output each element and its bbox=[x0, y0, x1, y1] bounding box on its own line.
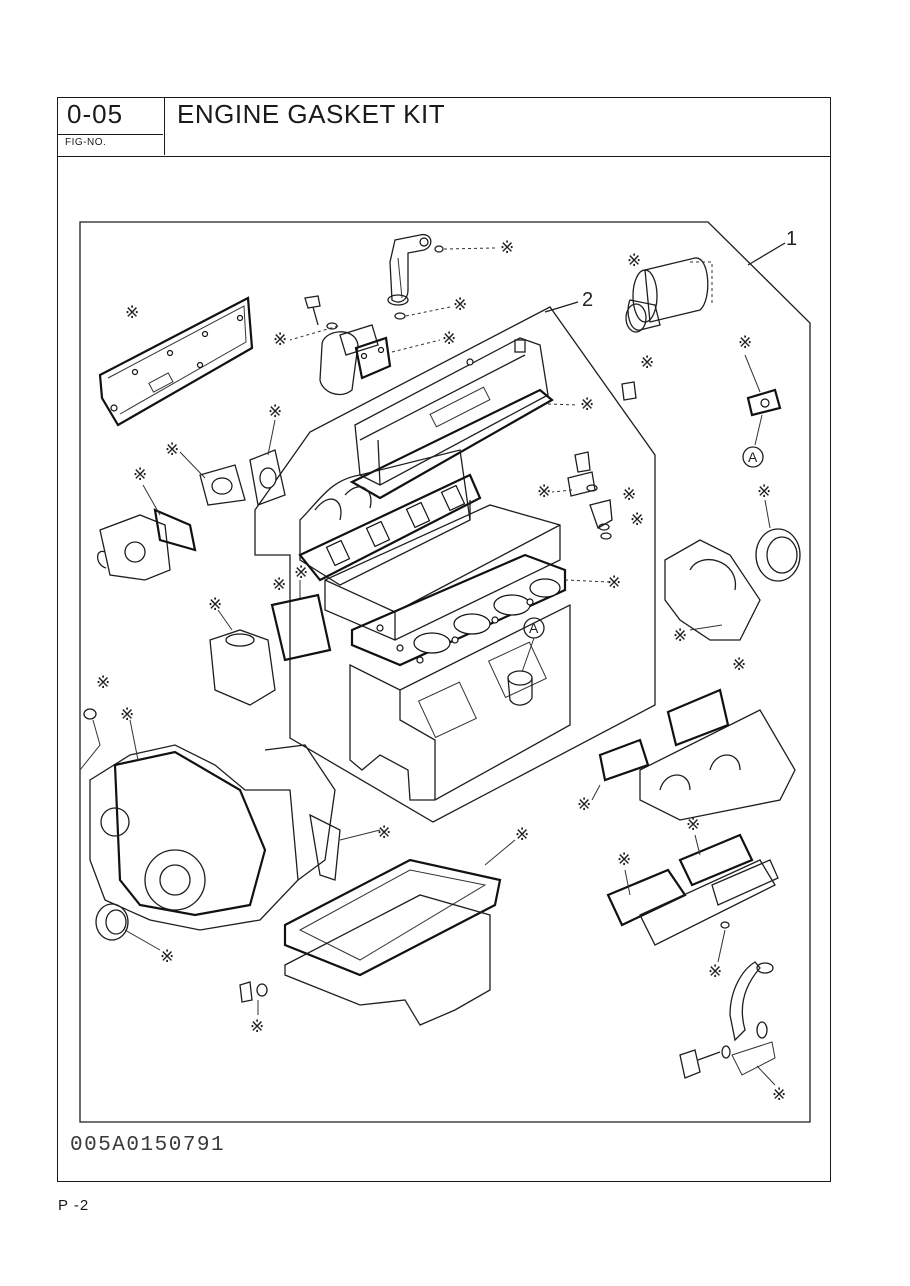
small-cover-gasket bbox=[270, 593, 332, 662]
kit-mark: ※ bbox=[630, 510, 644, 530]
kit-mark: ※ bbox=[686, 815, 700, 835]
page-number: P -2 bbox=[58, 1197, 90, 1214]
kit-mark: ※ bbox=[268, 402, 282, 422]
side-cover-gaskets bbox=[606, 833, 779, 946]
kit-mark: ※ bbox=[515, 825, 529, 845]
eye-bolt bbox=[679, 1045, 731, 1079]
callout-2: 2 bbox=[582, 289, 593, 311]
kit-mark: ※ bbox=[377, 823, 391, 843]
kit-mark: ※ bbox=[617, 850, 631, 870]
washer bbox=[720, 921, 730, 929]
oil-pump-gasket bbox=[746, 388, 782, 417]
fig-separator bbox=[57, 134, 163, 135]
drawing-number: 005A0150791 bbox=[70, 1134, 226, 1157]
kit-mark: ※ bbox=[133, 465, 147, 485]
head-gasket bbox=[350, 553, 567, 667]
exhaust-gasket-lower bbox=[598, 738, 650, 782]
svg-text:A: A bbox=[748, 449, 758, 465]
rocker-cover-gasket bbox=[349, 388, 554, 500]
kit-mark: ※ bbox=[607, 573, 621, 593]
exhaust-gasket-upper bbox=[666, 688, 730, 747]
kit-mark: ※ bbox=[442, 329, 456, 349]
kit-mark: ※ bbox=[622, 485, 636, 505]
kit-mark: ※ bbox=[772, 1085, 786, 1105]
kit-mark: ※ bbox=[537, 482, 551, 502]
rear-oil-seal bbox=[755, 528, 801, 582]
front-oil-seal bbox=[95, 903, 129, 941]
callout-1: 1 bbox=[786, 228, 797, 250]
cylinder-block bbox=[349, 603, 571, 801]
figure-frame bbox=[57, 97, 831, 1182]
kit-mark: ※ bbox=[120, 705, 134, 725]
oil-pipe bbox=[729, 961, 774, 1042]
thermostat-housing bbox=[209, 629, 276, 706]
water-inlet-gasket bbox=[199, 449, 286, 506]
kit-mark: ※ bbox=[500, 238, 514, 258]
kit-mark: ※ bbox=[640, 353, 654, 373]
callout-leader-2 bbox=[544, 301, 579, 313]
kit-mark: ※ bbox=[627, 251, 641, 271]
drain-plug bbox=[239, 981, 268, 1003]
kit-mark: ※ bbox=[732, 655, 746, 675]
kit-mark: ※ bbox=[580, 395, 594, 415]
rocker-cover-gasket-left bbox=[98, 296, 254, 427]
callout-leader-1 bbox=[747, 242, 786, 266]
water-pump-gasket bbox=[153, 508, 197, 552]
kit-mark: ※ bbox=[738, 333, 752, 353]
water-pump bbox=[96, 514, 171, 581]
kit-mark: ※ bbox=[272, 575, 286, 595]
manifold-gasket bbox=[298, 473, 482, 582]
svg-text:A: A bbox=[529, 620, 539, 636]
kit-mark: ※ bbox=[208, 595, 222, 615]
rocker-cover bbox=[354, 337, 549, 486]
fig-number: 0-05 bbox=[67, 99, 124, 129]
cylinder-head bbox=[324, 500, 561, 641]
injector-assembly bbox=[567, 451, 613, 540]
starter-motor bbox=[625, 257, 713, 333]
oil-pan bbox=[284, 894, 491, 1026]
kit-mark: ※ bbox=[673, 626, 687, 646]
kit-mark: ※ bbox=[250, 1017, 264, 1037]
oil-dipstick-tube bbox=[387, 233, 432, 306]
kit-mark: ※ bbox=[96, 673, 110, 693]
kit-mark: ※ bbox=[160, 947, 174, 967]
kit-mark: ※ bbox=[273, 330, 287, 350]
oil-pan-gasket bbox=[283, 858, 502, 977]
kit-mark: ※ bbox=[453, 295, 467, 315]
kit-mark: ※ bbox=[294, 563, 308, 583]
kit-mark: ※ bbox=[577, 795, 591, 815]
washer bbox=[434, 245, 444, 253]
oil-filler-cap bbox=[621, 381, 637, 401]
kit-boundary-2 bbox=[254, 306, 656, 823]
water-outlet bbox=[304, 295, 392, 396]
kit-boundary-1 bbox=[79, 221, 811, 1123]
exhaust-manifold bbox=[639, 709, 796, 821]
ref-marker-a-right: A bbox=[742, 446, 764, 468]
timing-gear-case bbox=[89, 744, 336, 931]
o-ring bbox=[83, 708, 97, 720]
intake-manifold bbox=[299, 449, 471, 586]
flywheel-housing bbox=[664, 539, 761, 641]
washer bbox=[394, 312, 406, 320]
timing-case-gasket bbox=[309, 813, 341, 881]
kit-mark: ※ bbox=[125, 303, 139, 323]
kit-mark: ※ bbox=[757, 482, 771, 502]
kit-mark: ※ bbox=[165, 440, 179, 460]
kit-mark: ※ bbox=[708, 962, 722, 982]
figure-header: 0-05 FIG-NO. ENGINE GASKET KIT bbox=[57, 97, 831, 157]
fig-no-caption: FIG-NO. bbox=[65, 137, 107, 148]
fig-no-cell: 0-05 FIG-NO. bbox=[57, 97, 165, 155]
figure-title: ENGINE GASKET KIT bbox=[177, 99, 446, 129]
ref-marker-a-block: A bbox=[523, 617, 545, 639]
